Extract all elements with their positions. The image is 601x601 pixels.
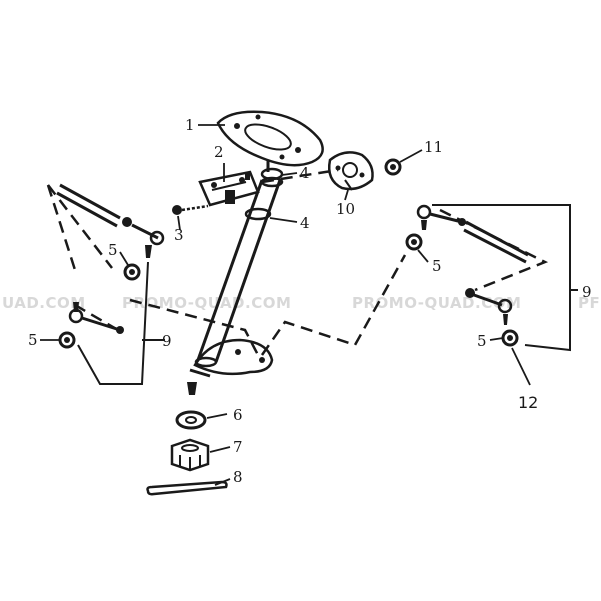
label-part-12: 12 xyxy=(518,393,538,412)
label-part-9-right: 9 xyxy=(582,283,592,301)
part-labels: 1 2 3 4 4 5 5 5 5 6 7 8 9 9 10 11 12 xyxy=(28,116,592,486)
label-part-8: 8 xyxy=(233,468,243,486)
steering-column xyxy=(187,176,284,395)
label-part-10: 10 xyxy=(336,200,355,218)
nut-5-left-upper xyxy=(123,263,141,281)
part-6-washer xyxy=(175,410,207,430)
nut-5-right-lower xyxy=(501,329,519,347)
part-8-cotter-pin xyxy=(146,480,228,496)
label-part-1: 1 xyxy=(185,116,195,134)
nuts-5 xyxy=(58,233,519,349)
watermark-text-edge: PF xyxy=(578,294,600,312)
label-part-11: 11 xyxy=(424,138,443,156)
label-part-4-upper: 4 xyxy=(300,164,310,182)
pitman-arm-plate xyxy=(193,338,274,376)
label-part-5-right-upper: 5 xyxy=(432,257,442,275)
label-part-5-left-upper: 5 xyxy=(108,241,118,259)
part-2-clamp xyxy=(198,170,260,207)
right-tie-rod-lower xyxy=(465,288,513,325)
label-part-2: 2 xyxy=(214,143,224,161)
bracket-lines-9 xyxy=(77,204,578,385)
label-part-7: 7 xyxy=(233,438,243,456)
watermark-text-right: PROMO-QUAD.COM xyxy=(352,294,521,312)
label-part-9-left: 9 xyxy=(162,332,172,350)
nut-5-right-upper xyxy=(405,233,423,251)
watermark-text-left: UAD.COM xyxy=(2,294,86,312)
leader-lines xyxy=(40,124,531,486)
watermark-text-center: PROMO-QUAD.COM xyxy=(122,294,291,312)
part-7-castle-nut xyxy=(170,438,210,472)
watermark: UAD.COM PROMO-QUAD.COM PROMO-QUAD.COM PF xyxy=(2,294,600,312)
part-3-bolt xyxy=(172,204,209,215)
part-10-bearing-block xyxy=(328,151,374,191)
label-part-4-lower: 4 xyxy=(300,214,310,232)
part-11-nut xyxy=(384,158,402,176)
left-tie-rod-lower xyxy=(68,302,124,334)
label-part-5-left-lower: 5 xyxy=(28,331,38,349)
label-part-6: 6 xyxy=(233,406,243,424)
right-tie-rod-upper xyxy=(416,204,529,264)
nut-5-left-lower xyxy=(58,331,76,349)
label-part-5-right-lower: 5 xyxy=(477,332,487,350)
label-part-3: 3 xyxy=(174,226,184,244)
left-tie-rod-upper xyxy=(56,183,165,258)
